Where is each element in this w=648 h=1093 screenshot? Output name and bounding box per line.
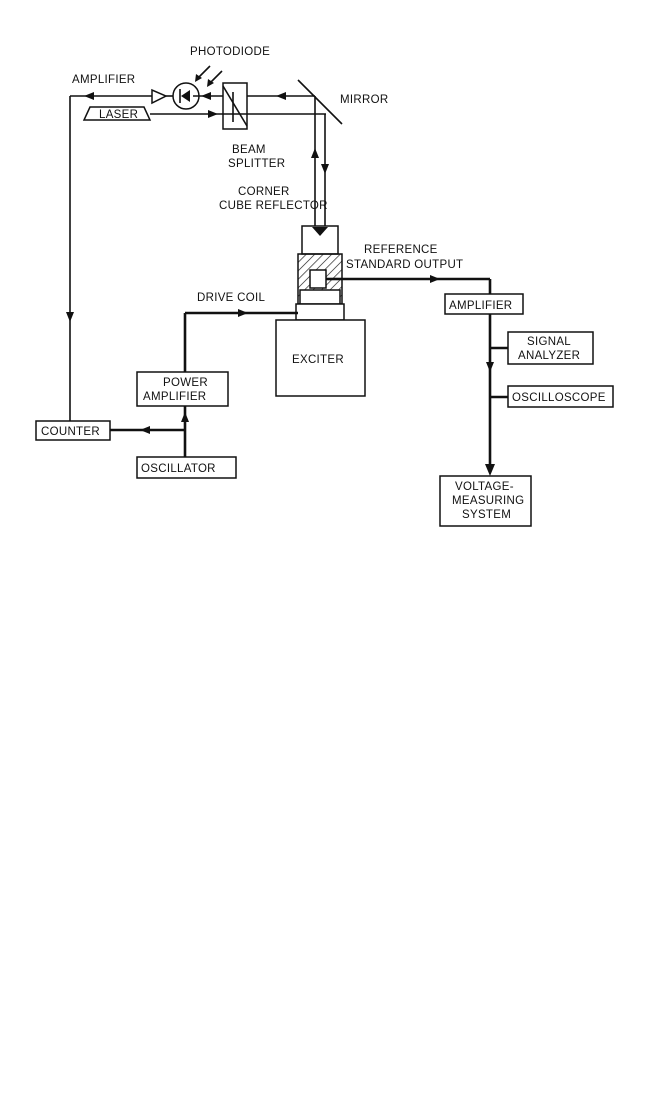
oscillator-label: OSCILLATOR <box>141 463 216 475</box>
system-label: SYSTEM <box>462 509 511 521</box>
measuring-label: MEASURING <box>452 495 524 507</box>
right-amplifier-label: AMPLIFIER <box>449 300 512 312</box>
signal-label: SIGNAL <box>527 336 571 348</box>
output-bus-line <box>485 314 508 476</box>
power-label: POWER <box>163 377 208 389</box>
power-amplifier-label: AMPLIFIER <box>143 391 206 403</box>
cube-reflector-label: CUBE REFLECTOR <box>219 200 328 212</box>
signal-analyzer-box: SIGNAL ANALYZER <box>508 332 593 364</box>
corner-cube-reflector <box>302 226 338 254</box>
splitter-label: SPLITTER <box>228 158 285 170</box>
beam-label: BEAM <box>232 144 266 156</box>
oscillator-box: OSCILLATOR <box>137 457 236 478</box>
top-amplifier-label: AMPLIFIER <box>72 74 135 86</box>
exciter-label: EXCITER <box>292 354 344 366</box>
mirror <box>298 80 342 124</box>
analyzer-label: ANALYZER <box>518 350 580 362</box>
oscillator-signal-lines <box>110 406 189 457</box>
oscilloscope-label: OSCILLOSCOPE <box>512 392 606 404</box>
reference-label: REFERENCE <box>364 244 438 256</box>
voltage-label: VOLTAGE- <box>455 481 514 493</box>
photodiode-label: PHOTODIODE <box>190 46 270 58</box>
laser-label: LASER <box>99 109 138 121</box>
power-amplifier-box: POWER AMPLIFIER <box>137 372 228 406</box>
counter-label: COUNTER <box>41 426 100 438</box>
beam-splitter <box>223 83 247 129</box>
corner-label: CORNER <box>238 186 290 198</box>
top-amplifier-icon <box>152 90 166 103</box>
exciter: EXCITER <box>276 304 365 396</box>
counter-box: COUNTER <box>36 421 110 440</box>
oscilloscope-box: OSCILLOSCOPE <box>508 386 613 407</box>
right-amplifier-box: AMPLIFIER <box>445 294 523 314</box>
standard-output-label: STANDARD OUTPUT <box>346 259 463 271</box>
reference-standard <box>298 254 342 304</box>
voltage-measuring-system-box: VOLTAGE- MEASURING SYSTEM <box>440 476 531 526</box>
mirror-label: MIRROR <box>340 94 388 106</box>
drive-coil-label: DRIVE COIL <box>197 292 265 304</box>
laser: LASER <box>84 107 150 121</box>
reference-output-line <box>342 275 490 294</box>
incoming-light-arrows-icon <box>195 66 222 87</box>
